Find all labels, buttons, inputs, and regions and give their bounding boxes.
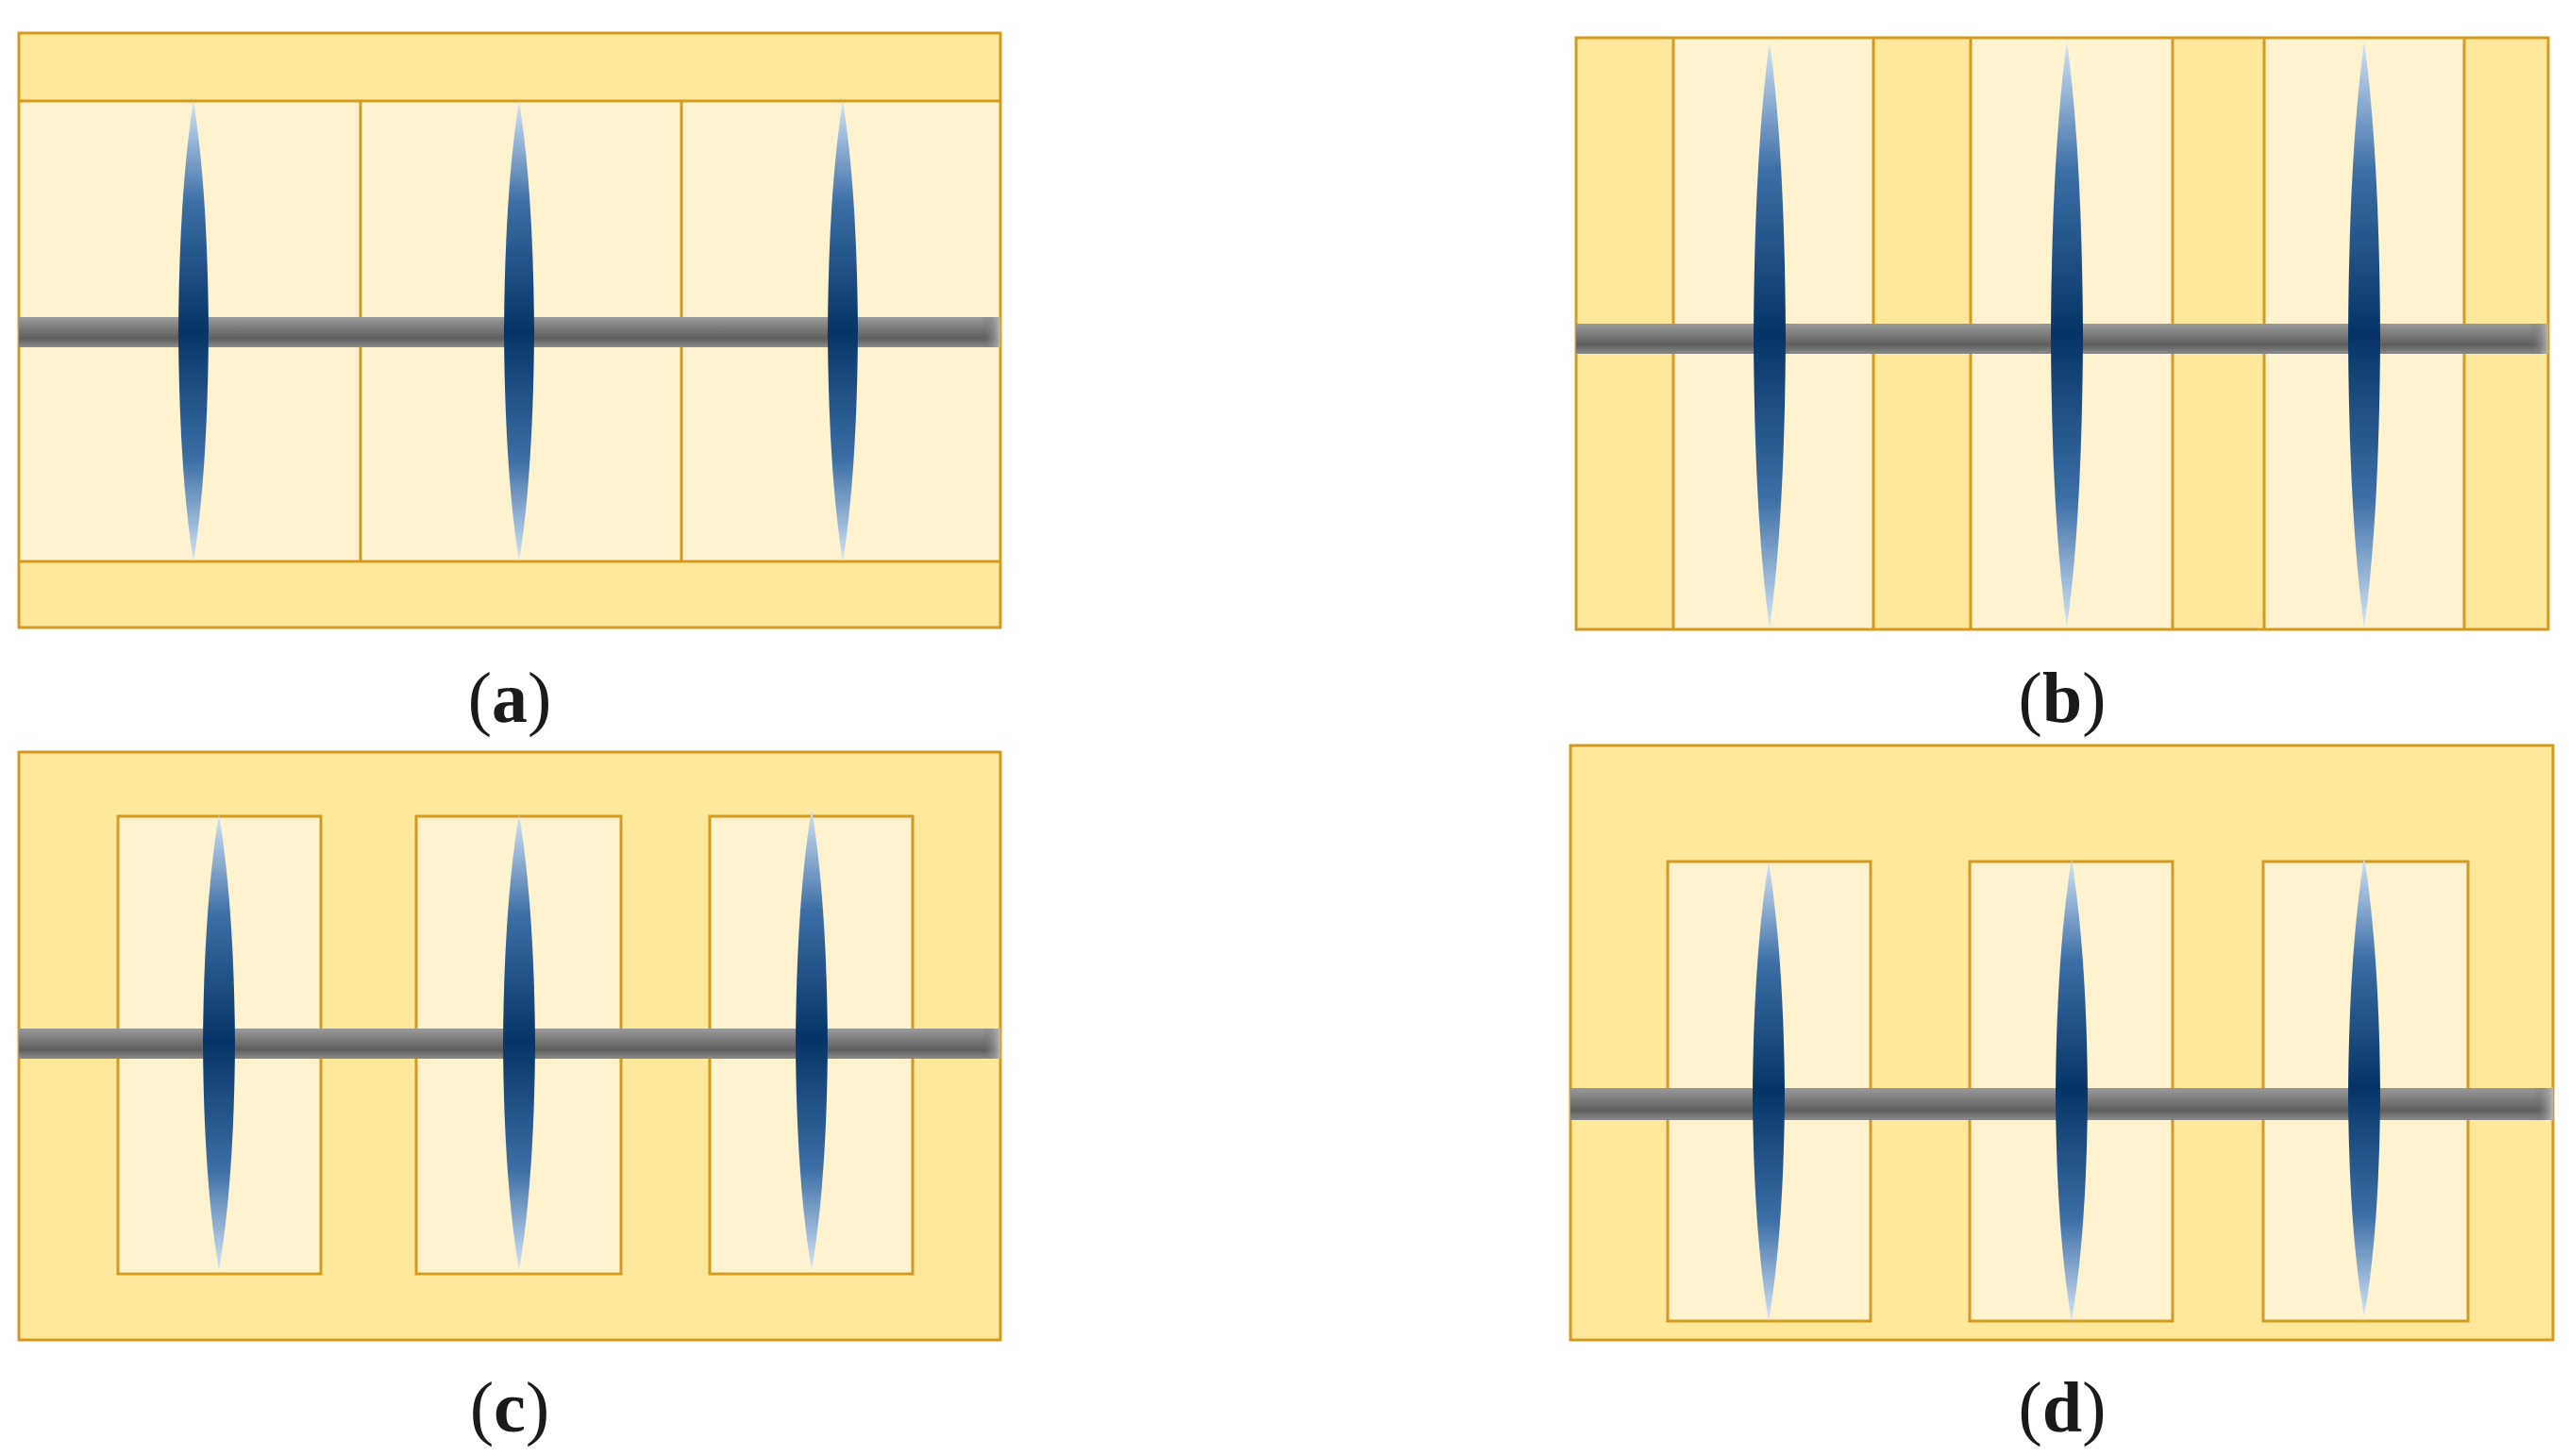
- caption-open-paren: (: [469, 1368, 495, 1448]
- panel-b-caption: (b): [1921, 656, 2204, 741]
- panel-c-blade-1: [203, 814, 235, 1270]
- caption-close-paren: ): [528, 659, 552, 738]
- caption-letter: c: [494, 1368, 526, 1448]
- panel-a-blade-3: [828, 101, 858, 561]
- panel-b-shaft-end: [2529, 324, 2548, 354]
- panel-c: [17, 750, 1002, 1342]
- caption-letter: d: [2041, 1368, 2083, 1448]
- panel-a-blade-1: [178, 101, 209, 561]
- panel-c-blade-3: [796, 809, 828, 1270]
- panel-b-blade-3: [2348, 42, 2380, 628]
- panel-b: [1574, 36, 2550, 631]
- panel-c-blade-2: [503, 814, 535, 1270]
- panel-d-blade-2: [2056, 859, 2088, 1321]
- panel-b-blade-2: [2051, 42, 2083, 628]
- panel-d-blade-1: [1753, 862, 1785, 1321]
- panel-a-blade-2: [504, 101, 534, 561]
- panel-a: [17, 31, 1002, 629]
- caption-letter: a: [492, 659, 528, 738]
- panel-d-shaft-end: [2534, 1088, 2553, 1120]
- panel-d: [1569, 744, 2555, 1342]
- caption-open-paren: (: [467, 659, 492, 738]
- caption-close-paren: ): [2082, 659, 2107, 738]
- panel-d-blade-3: [2348, 857, 2380, 1316]
- panel-c-shaft-end: [982, 1029, 1000, 1059]
- caption-open-paren: (: [2018, 659, 2042, 738]
- panel-b-blade-1: [1754, 42, 1786, 628]
- panel-a-caption: (a): [368, 656, 651, 741]
- caption-letter: b: [2041, 659, 2083, 738]
- panel-a-shaft-end: [982, 317, 1000, 347]
- caption-open-paren: (: [2018, 1368, 2042, 1448]
- caption-close-paren: ): [525, 1368, 550, 1448]
- caption-close-paren: ): [2082, 1368, 2107, 1448]
- panel-c-caption: (c): [368, 1365, 651, 1450]
- panel-d-caption: (d): [1921, 1365, 2204, 1450]
